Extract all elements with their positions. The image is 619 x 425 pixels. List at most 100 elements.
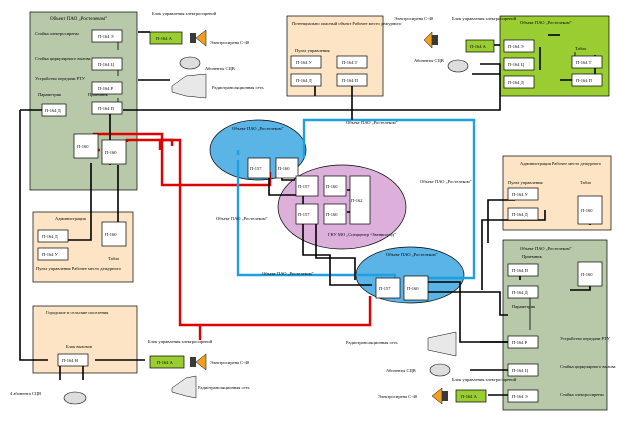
loudspeaker-icon — [171, 375, 197, 399]
phone-icon — [447, 59, 469, 73]
siren-icon — [195, 29, 207, 47]
unit-label: П-164 Д — [42, 234, 58, 239]
unit-label: П-164 А — [470, 44, 487, 49]
unit-box[interactable]: П-164 У — [37, 247, 69, 261]
control-block-label: Блок управления электросиреной — [148, 339, 213, 344]
unit-box[interactable]: П-164 Д — [290, 73, 322, 87]
control-unit[interactable]: П-164 А — [455, 389, 487, 403]
siren-body-icon — [190, 33, 196, 43]
unit-box[interactable]: П-164 У — [507, 187, 539, 201]
phone-icon — [429, 363, 451, 377]
unit-box[interactable]: П-164 Д — [507, 285, 539, 299]
siren-label: Электросирена С-40 — [378, 394, 418, 399]
top-left-title: Объект ПАО „Ростелеком” — [50, 17, 107, 22]
unit-label: П-164 Д — [508, 80, 524, 85]
unit-label: П-164 А — [461, 394, 478, 399]
rt-label-2: Объект ПАО „Ростелеком” — [346, 120, 398, 126]
siren-icon — [423, 31, 433, 49]
device-rtu-label: Устройство передачи РТУ — [35, 76, 86, 81]
unit-label: П-164 Э — [508, 44, 524, 49]
right-admin-title: Администрация Рабочее место дежурного — [520, 161, 602, 166]
radio-label: Радиотрансляционная сеть — [212, 85, 264, 90]
board-label: Табло — [108, 256, 120, 261]
unit-box[interactable]: П-157 — [295, 175, 319, 197]
unit-box[interactable]: П-164 У — [290, 55, 322, 69]
unit-box[interactable]: П-164 Р — [91, 81, 123, 95]
control-unit[interactable]: П-164 А — [149, 355, 185, 369]
unit-label: П-160 — [326, 184, 338, 189]
subscribers-label: Абоненты СЦВ — [386, 368, 416, 373]
unit-label: П-164 Д — [45, 108, 61, 113]
unit-box[interactable]: П-160 — [101, 221, 127, 247]
control-unit[interactable]: П-164 А — [149, 31, 183, 45]
unit-box[interactable]: П-160 — [275, 157, 299, 179]
unit-box[interactable]: П-164 Т — [336, 55, 368, 69]
unit-box[interactable]: П-164 Т — [571, 55, 603, 69]
unit-box[interactable]: П-160 — [577, 261, 603, 287]
unit-box[interactable]: П-164 Д — [37, 229, 69, 243]
siren-icon — [431, 387, 443, 405]
loudspeaker-icon — [427, 331, 457, 357]
unit-label: П-160 — [407, 286, 419, 291]
unit-label: П-164 Р — [98, 86, 114, 91]
unit-label: П-157 — [250, 166, 262, 171]
stand-siren-label: Стойка электросирены — [560, 392, 604, 397]
control-block-label: Блок управления электросиреной — [152, 11, 217, 16]
unit-box[interactable]: П-157 — [247, 157, 271, 179]
unit-label: П-160 — [581, 208, 593, 213]
unit-box[interactable]: П-164 Э — [507, 389, 539, 403]
console-label: Пульт управления — [295, 48, 330, 53]
unit-label: П-164 У — [42, 252, 59, 257]
unit-box[interactable]: П-164 П — [571, 73, 603, 87]
unit-label: П-164 Д — [512, 290, 528, 295]
unit-box[interactable]: П-164 Э — [503, 39, 535, 53]
phone-icon — [179, 56, 201, 70]
unit-box[interactable]: П-164 Ц — [503, 57, 535, 71]
siren-body-icon — [190, 357, 196, 367]
unit-box[interactable]: П-160 — [101, 139, 127, 165]
unit-box[interactable]: П-164 Ц — [507, 363, 539, 377]
unit-box[interactable]: П-164 Ц — [91, 57, 123, 71]
rt-label-4: Объект ПАО „Ростелеком” — [216, 216, 268, 222]
unit-label: П-164 Т — [576, 60, 592, 65]
unit-box[interactable]: П-164 Н — [57, 353, 89, 367]
rt-label-5: Объект ПАО „Ростелеком” — [262, 271, 314, 277]
siren-label: Электросирена С-40 — [394, 16, 434, 21]
top-right-title: Объект ПАО „Ростелеком” — [520, 20, 572, 26]
unit-label: П-164 Э — [512, 394, 528, 399]
subscribers-label: 4 абонента СЦВ — [10, 391, 41, 396]
control-unit[interactable]: П-164 А — [465, 39, 495, 53]
phone-icon — [63, 391, 87, 405]
unit-box[interactable]: П-164 П — [336, 73, 368, 87]
unit-box[interactable]: П-164 Д — [507, 207, 539, 221]
stand-circular-label: Стойка циркулярного вызова — [560, 364, 616, 369]
rt-label-6: Объект ПАО „Ростелеком” — [386, 252, 438, 258]
unit-box[interactable]: П-162 — [349, 175, 371, 225]
siren-label: Электросирена С-40 — [210, 40, 250, 45]
control-block-label: Блок управления электросиреной — [452, 16, 517, 21]
unit-box[interactable]: П-164 П — [507, 263, 539, 277]
unit-box[interactable]: П-164 П — [91, 101, 123, 115]
unit-box[interactable]: П-160 — [323, 203, 347, 225]
unit-label: П-164 У — [296, 60, 313, 65]
unit-box[interactable]: П-164 Д — [503, 75, 535, 89]
unit-box[interactable]: П-160 — [403, 275, 429, 301]
unit-label: П-162 — [351, 198, 363, 203]
unit-label: П-164 П — [512, 268, 529, 273]
unit-box[interactable]: П-160 — [577, 195, 603, 225]
unit-label: П-157 — [298, 184, 310, 189]
unit-box[interactable]: П-160 — [323, 175, 347, 197]
unit-box[interactable]: П-164 Д — [41, 103, 67, 117]
unit-box[interactable]: П-160 — [73, 133, 99, 159]
unit-label: П-157 — [379, 286, 391, 291]
gku-label: ГКУ МО „Спеццентр “Звенигород” — [328, 232, 396, 238]
unit-label: П-160 — [278, 166, 290, 171]
radio-label: Радиотрансляционная сеть — [346, 340, 398, 345]
unit-box[interactable]: П-157 — [375, 277, 401, 299]
rt-label-top: Объект ПАО „Ростелеком” — [232, 126, 284, 132]
unit-box[interactable]: П-164 Р — [507, 335, 539, 349]
board-label: Табло — [575, 46, 587, 51]
unit-box[interactable]: П-164 Э — [91, 29, 123, 43]
unit-box[interactable]: П-157 — [295, 203, 319, 225]
